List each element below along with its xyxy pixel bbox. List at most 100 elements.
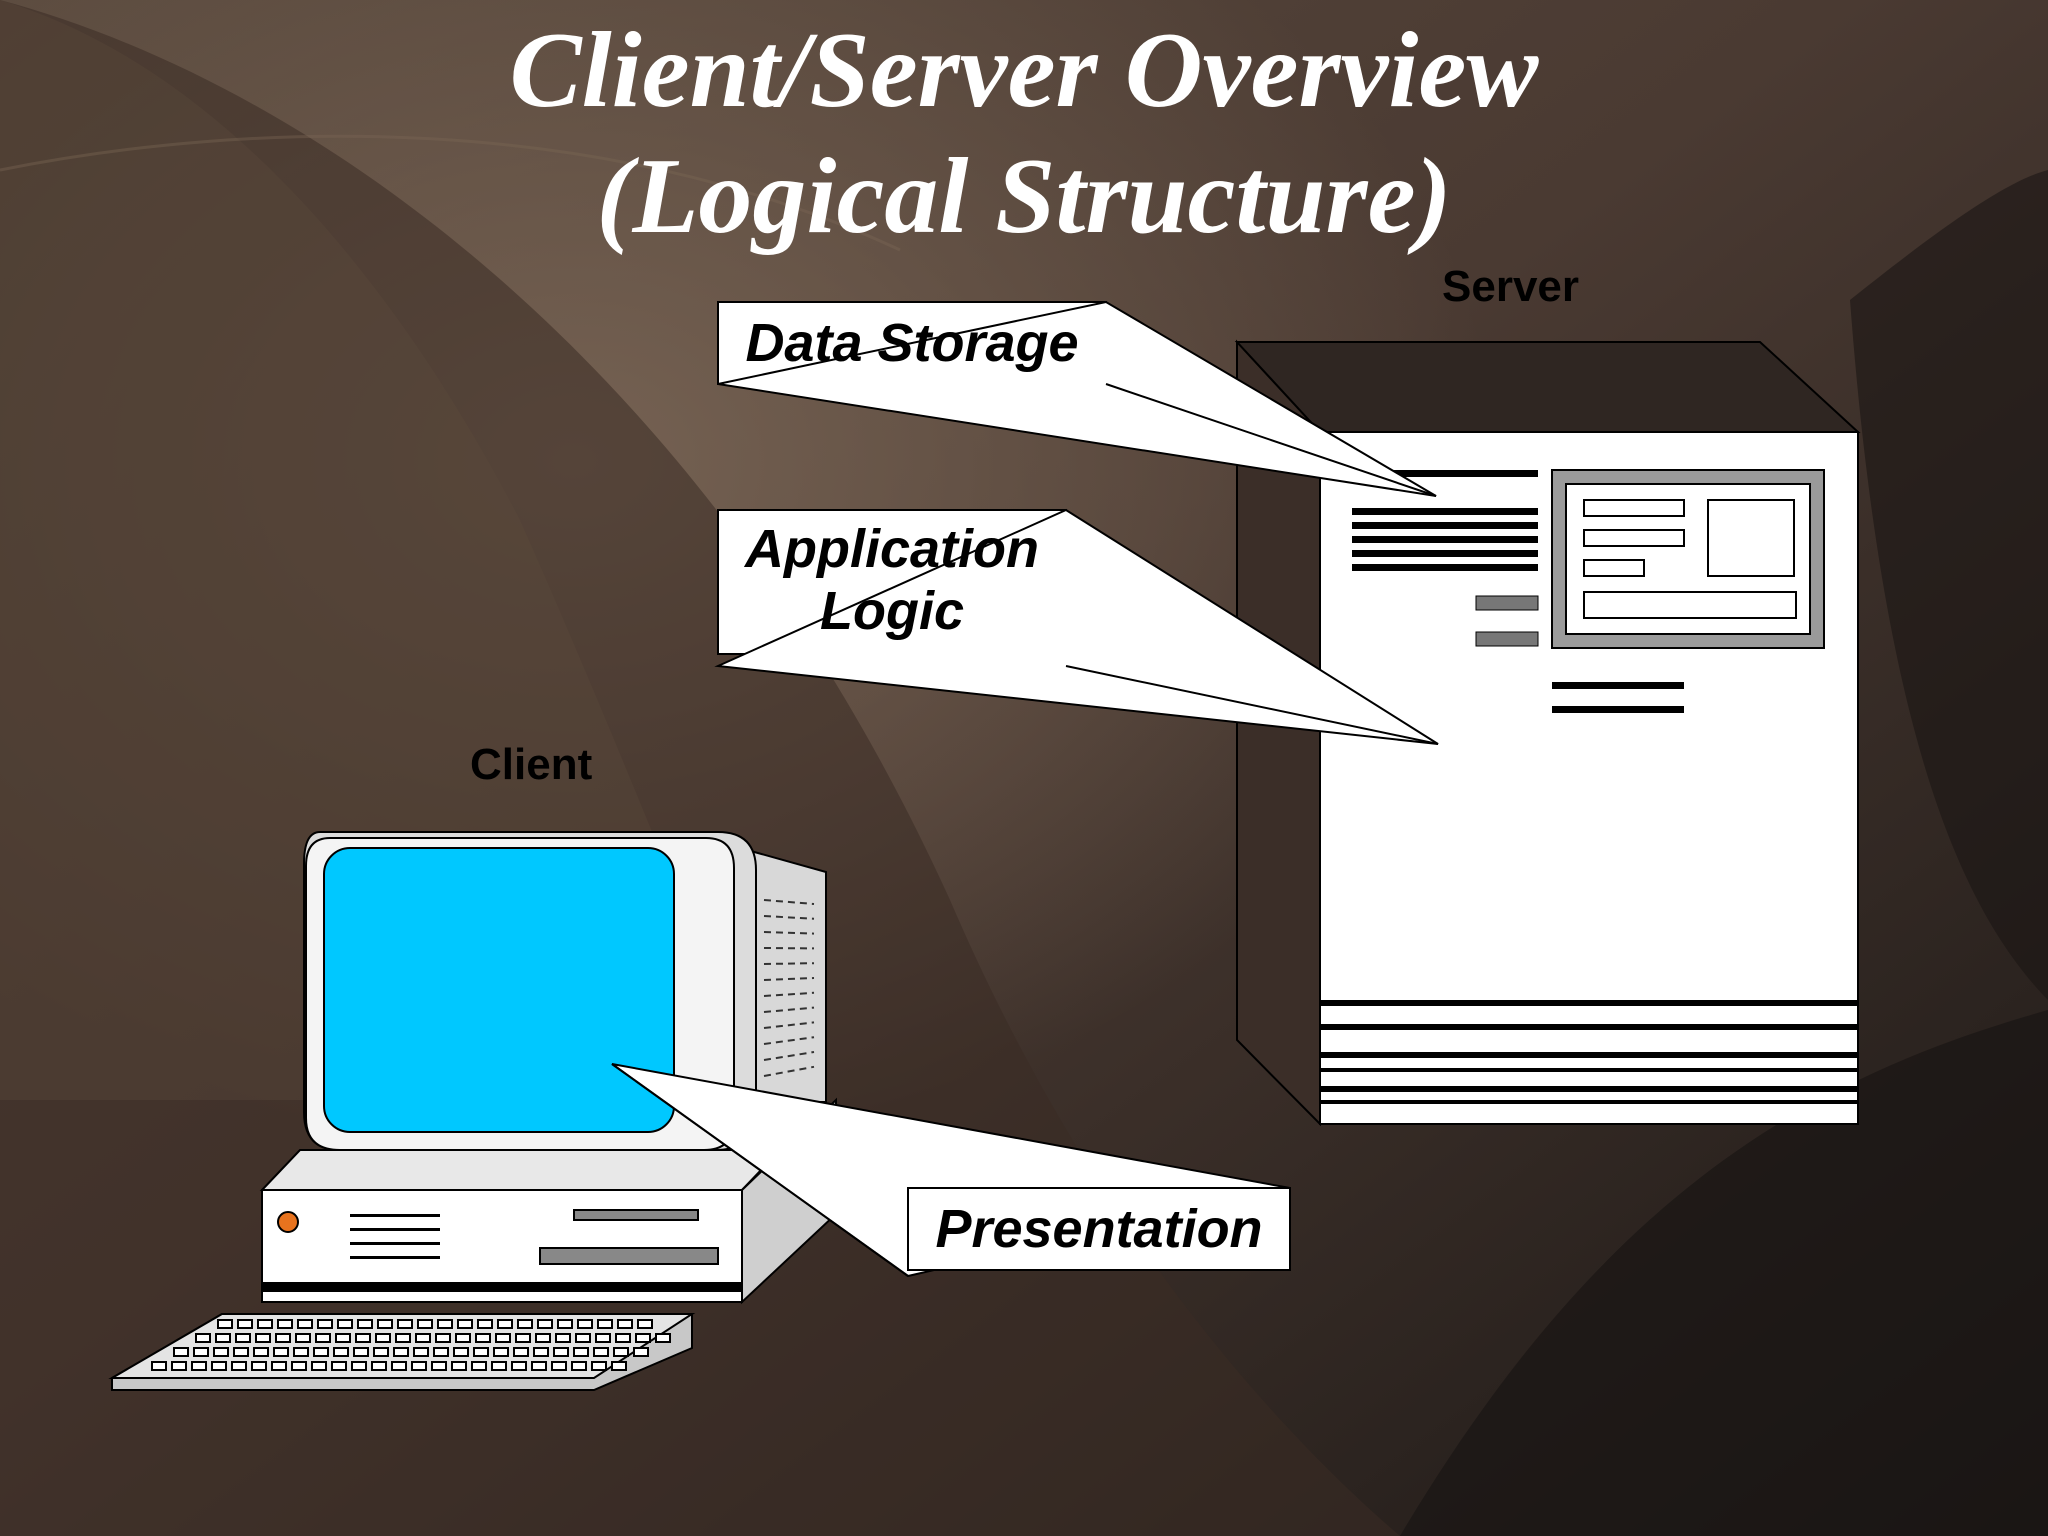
tower-vent (763, 977, 815, 981)
keyboard-key (193, 1347, 209, 1357)
keyboard-key (217, 1319, 233, 1329)
keyboard-key (637, 1319, 653, 1329)
keyboard-key (171, 1361, 187, 1371)
keyboard-key (413, 1347, 429, 1357)
keyboard-key (433, 1347, 449, 1357)
keyboard-key (435, 1333, 451, 1343)
desktop-computer-icon (259, 831, 837, 1305)
tower-vent (763, 899, 815, 905)
keyboard-key (557, 1319, 573, 1329)
keyboard-key (353, 1347, 369, 1357)
keyboard-key (493, 1347, 509, 1357)
callout-data-storage (717, 300, 1437, 497)
keyboard-key (473, 1347, 489, 1357)
keyboard-key (255, 1333, 271, 1343)
keyboard-key (417, 1319, 433, 1329)
keyboard-key (277, 1319, 293, 1329)
keyboard-key (575, 1333, 591, 1343)
tower-vent (763, 1051, 815, 1061)
keyboard-key (373, 1347, 389, 1357)
keyboard-key (431, 1361, 447, 1371)
keyboard-key (371, 1361, 387, 1371)
keyboard-key (397, 1319, 413, 1329)
keyboard-key (613, 1347, 629, 1357)
client-label: Client (470, 740, 593, 789)
keyboard-key (553, 1347, 569, 1357)
application-logic-label-line2: Logic (820, 581, 964, 641)
keyboard-key (415, 1333, 431, 1343)
keyboard-key (497, 1319, 513, 1329)
keyboard-key (291, 1361, 307, 1371)
tower-vent (763, 931, 815, 935)
power-led (277, 1211, 299, 1233)
keyboard-key (451, 1361, 467, 1371)
slide-title-line2: (Logical Structure) (596, 137, 1452, 256)
keyboard-key (617, 1319, 633, 1329)
keyboard-key (595, 1333, 611, 1343)
keyboard-key (191, 1361, 207, 1371)
callout-application-logic (714, 508, 1439, 745)
keyboard-key (313, 1347, 329, 1357)
keyboard-key (591, 1361, 607, 1371)
tower-vent (763, 1065, 815, 1077)
keyboard-key (333, 1347, 349, 1357)
keyboard-key (611, 1361, 627, 1371)
tower-vent (763, 991, 815, 997)
keyboard-key (531, 1361, 547, 1371)
keyboard-key (597, 1319, 613, 1329)
keyboard-key (215, 1333, 231, 1343)
keyboard-key (593, 1347, 609, 1357)
server-label: Server (1442, 262, 1580, 311)
callout-presentation (611, 1063, 1291, 1278)
keyboard-key (271, 1361, 287, 1371)
keyboard-key (375, 1333, 391, 1343)
keyboard-key (293, 1347, 309, 1357)
tower-vent (763, 1006, 815, 1013)
keyboard-key (173, 1347, 189, 1357)
keyboard-key (393, 1347, 409, 1357)
keyboard-key (235, 1333, 251, 1343)
keyboard-key (535, 1333, 551, 1343)
keyboard-key (337, 1319, 353, 1329)
keyboard-key (195, 1333, 211, 1343)
keyboard-key (295, 1333, 311, 1343)
keyboard-key (511, 1361, 527, 1371)
keyboard-key (213, 1347, 229, 1357)
keyboard-key (237, 1319, 253, 1329)
keyboard-key (495, 1333, 511, 1343)
tower-vent (763, 1021, 815, 1029)
server-icon (1234, 339, 1861, 1127)
keyboard-key (635, 1333, 651, 1343)
application-logic-label-line1: Application (745, 519, 1039, 579)
keyboard-key (571, 1361, 587, 1371)
keyboard-key (273, 1347, 289, 1357)
keyboard-key (475, 1333, 491, 1343)
keyboard-key (577, 1319, 593, 1329)
keyboard-key (351, 1361, 367, 1371)
monitor-screen (323, 847, 675, 1133)
keyboard-key (151, 1361, 167, 1371)
keyboard-key (537, 1319, 553, 1329)
keyboard-key (491, 1361, 507, 1371)
keyboard-key (615, 1333, 631, 1343)
keyboard-key (517, 1319, 533, 1329)
keyboard-key (211, 1361, 227, 1371)
keyboard-key (551, 1361, 567, 1371)
keyboard-key (357, 1319, 373, 1329)
keyboard-key (477, 1319, 493, 1329)
keyboard-key (395, 1333, 411, 1343)
keyboard-key (275, 1333, 291, 1343)
presentation-label: Presentation (935, 1199, 1263, 1259)
keyboard-key (231, 1361, 247, 1371)
keyboard-key (355, 1333, 371, 1343)
keyboard-icon (108, 1313, 696, 1391)
keyboard-key (633, 1347, 649, 1357)
keyboard-key (573, 1347, 589, 1357)
keyboard-key (391, 1361, 407, 1371)
keyboard-key (251, 1361, 267, 1371)
keyboard-key (377, 1319, 393, 1329)
keyboard-key (233, 1347, 249, 1357)
keyboard-key (555, 1333, 571, 1343)
